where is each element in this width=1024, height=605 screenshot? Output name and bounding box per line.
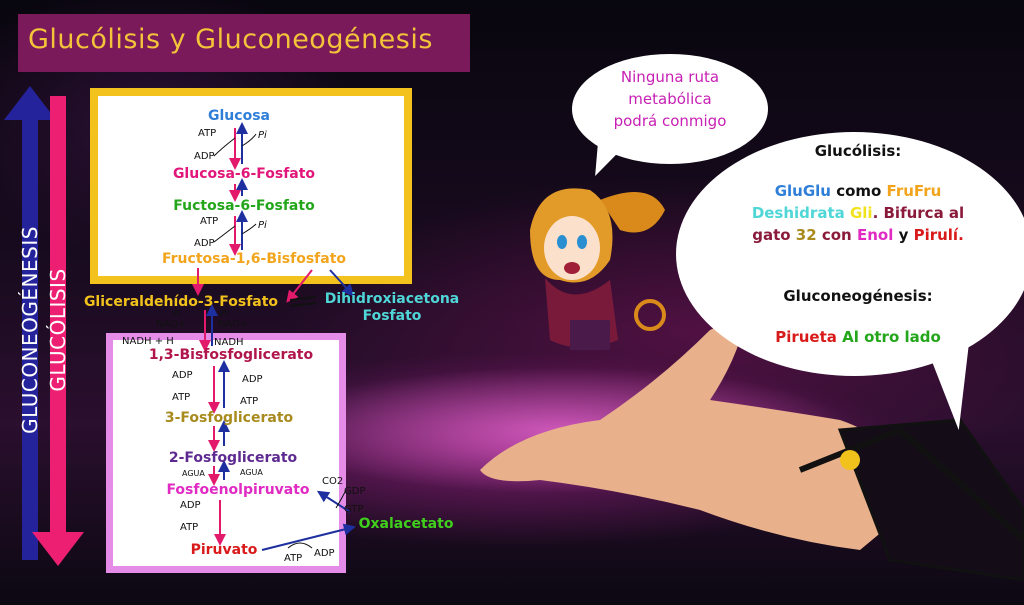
water-label: AGUA — [182, 469, 205, 478]
mnemonic-word: Pirueta — [775, 328, 837, 346]
upper-arrows — [213, 122, 257, 256]
pi-label: Pi — [258, 220, 267, 231]
nad-label: NAD+ — [156, 319, 187, 330]
mnemonic-word: . Bifurca al — [872, 204, 965, 222]
speech-bubble-text: Ninguna ruta metabólica podrá conmigo — [613, 68, 727, 130]
mnemonic-line-1: GluGlu como FruFru — [698, 182, 1018, 200]
glucose-label: Glucosa — [208, 108, 270, 124]
atp-label: ATP — [180, 522, 199, 533]
oxaloacetate-label: Oxalacetato — [358, 516, 454, 532]
dihydroxyacetone-phosphate-label: Dihidroxiacetona Fosfato — [324, 291, 460, 324]
fructose-1-6-bisphosphate-label: Fructosa-1,6-Bisfosfato — [161, 251, 347, 267]
glycolysis-arrow-head — [32, 532, 84, 566]
nadh-label: NADH + H — [122, 336, 174, 347]
3-phosphoglycerate-label: 3-Fosfoglicerato — [164, 410, 294, 426]
gluconeogenesis-heading: Gluconeogénesis: — [783, 287, 933, 305]
adp-label: ADP — [242, 374, 263, 385]
nadh-label: NADH — [214, 337, 244, 348]
atp-label: ATP — [200, 216, 219, 227]
middle-arrows — [192, 268, 355, 352]
water-label: AGUA — [240, 468, 263, 477]
mnemonic-word: y — [893, 226, 914, 244]
mnemonic-line-4: Pirueta Al otro lado — [698, 328, 1018, 346]
adp-label: ADP — [194, 238, 215, 249]
glycolysis-arrow — [50, 96, 66, 536]
mnemonic-word: 32 — [795, 226, 817, 244]
lower-arrows — [208, 360, 356, 551]
mnemonic-line-4-text: Pirueta Al otro lado — [775, 328, 941, 346]
fructose-6-phosphate-label: Fuctosa-6-Fosfato — [173, 198, 315, 214]
hand-illustration — [480, 326, 1024, 582]
mnemonic-word: FruFru — [886, 182, 942, 200]
upper-pathway-panel — [90, 88, 412, 284]
phosphoenolpyruvate-label: Fosfoenolpiruvato — [166, 482, 310, 498]
glucose-6-phosphate-label: Glucosa-6-Fosfato — [172, 166, 316, 182]
mnemonic-line-1-text: GluGlu como FruFru — [775, 182, 942, 200]
pi-label: Pi — [172, 309, 181, 320]
mnemonic-word: GluGlu — [774, 182, 831, 200]
pi-label: Pi — [258, 130, 267, 141]
pi-label: Pi — [220, 309, 229, 320]
glyceraldehyde-3-phosphate-label: Gliceraldehído-3-Fosfato — [83, 294, 279, 310]
nad-label: NAD+ — [218, 319, 249, 330]
speech-bubble-small — [572, 54, 768, 164]
mnemonic-word: gato — [752, 226, 796, 244]
adp-label: ADP — [180, 500, 201, 511]
title-bar — [18, 14, 470, 72]
mnemonic-word: Enol — [856, 226, 894, 244]
anime-girl-illustration — [530, 188, 666, 350]
mnemonic-word: como — [830, 182, 887, 200]
1-3-bisphosphoglycerate-label: 1,3-Bisfosfoglicerato — [148, 347, 314, 363]
atp-label: ATP — [198, 128, 217, 139]
gdp-label: GDP — [344, 486, 366, 497]
page-title: Glucólisis y Gluconeogénesis — [28, 24, 433, 55]
atp-label: ATP — [240, 396, 259, 407]
mnemonic-word: con — [816, 226, 857, 244]
mnemonic-word: Gli — [849, 204, 873, 222]
atp-label: ATP — [172, 392, 191, 403]
adp-label: ADP — [314, 548, 335, 559]
mnemonic-line-2-text: Deshidrata Gli. Bifurca al — [752, 204, 964, 222]
adp-label: ADP — [194, 151, 215, 162]
atp-label: ATP — [284, 553, 303, 564]
mnemonic-word: Pirulí. — [913, 226, 964, 244]
mnemonic-word: Deshidrata — [751, 204, 850, 222]
glycolysis-heading: Glucólisis: — [814, 142, 902, 160]
adp-label: ADP — [172, 370, 193, 381]
co2-label: CO2 — [322, 476, 344, 487]
2-phosphoglycerate-label: 2-Fosfoglicerato — [168, 450, 298, 466]
speech-bubble-big — [676, 132, 1024, 376]
mnemonic-line-2: Deshidrata Gli. Bifurca al — [698, 204, 1018, 222]
lower-pathway-panel — [106, 333, 346, 573]
mnemonic-line-3-text: gato 32 con Enol y Pirulí. — [752, 226, 964, 244]
mnemonic-line-3: gato 32 con Enol y Pirulí. — [698, 226, 1018, 244]
pyruvate-label: Piruvato — [190, 542, 258, 558]
gtp-label: GTP — [344, 504, 364, 515]
gluconeogenesis-arrow — [22, 110, 38, 560]
mnemonic-word: Al otro lado — [836, 328, 941, 346]
